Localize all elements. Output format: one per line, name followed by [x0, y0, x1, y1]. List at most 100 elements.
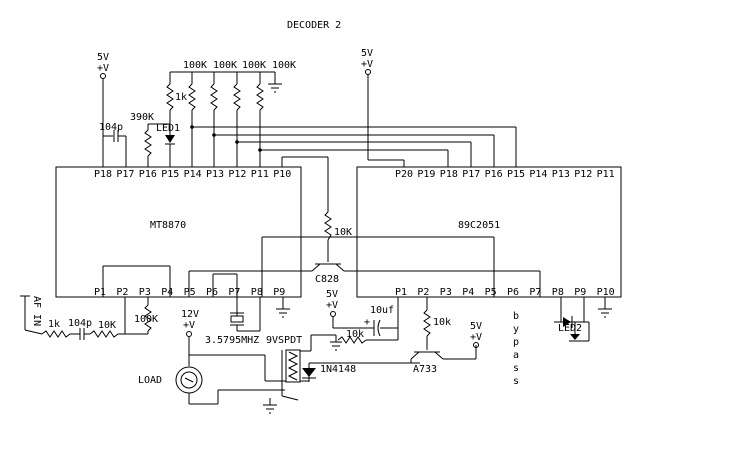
pin-label: P5: [184, 287, 196, 298]
transistor-c828: C828: [189, 263, 541, 297]
svg-text:3.5795MHZ: 3.5795MHZ: [205, 335, 259, 346]
bypass-letter: p: [513, 337, 519, 348]
pin-label: P6: [206, 287, 218, 298]
pin-label: P18: [94, 169, 112, 180]
svg-text:LED1: LED1: [156, 123, 180, 134]
transistor-a733: A733: [410, 345, 477, 375]
led2: LED2: [554, 297, 590, 342]
pin-label: P18: [440, 169, 458, 180]
svg-text:+V: +V: [361, 59, 373, 70]
svg-text:+V: +V: [97, 63, 109, 74]
pin-label: P10: [273, 169, 291, 180]
pin-label: P7: [228, 287, 240, 298]
svg-text:5V: 5V: [470, 321, 482, 332]
pin-label: P16: [139, 169, 157, 180]
ground-right-p10: [598, 297, 612, 318]
load-motor: LOAD: [138, 366, 285, 405]
pin-label: P1: [395, 287, 407, 298]
supply-5v-right: 5V +V: [361, 48, 405, 167]
pin-label: P11: [251, 169, 269, 180]
pin-label: P15: [161, 169, 179, 180]
crystal: 3.5795MHZ: [205, 297, 261, 346]
diode-1n4148: 1N4148: [302, 362, 420, 382]
pin-label: P10: [597, 287, 615, 298]
bypass-letter: s: [513, 363, 519, 374]
svg-text:LOAD: LOAD: [138, 375, 162, 386]
bypass-letter: y: [513, 324, 519, 335]
supply-5v-mid: 5V +V: [326, 289, 374, 329]
svg-text:10uf: 10uf: [370, 305, 394, 316]
pin-label: P8: [552, 287, 564, 298]
pin-label: P1: [94, 287, 106, 298]
pin-label: P9: [574, 287, 586, 298]
svg-text:10k: 10k: [346, 329, 364, 340]
svg-text:100K: 100K: [134, 314, 158, 325]
pin-label: P2: [417, 287, 429, 298]
pin-label: P11: [597, 169, 615, 180]
svg-text:1k: 1k: [175, 92, 187, 103]
svg-text:5V: 5V: [361, 48, 373, 59]
svg-text:+: +: [364, 317, 370, 328]
svg-text:12V: 12V: [181, 309, 199, 320]
pin-label: P14: [529, 169, 547, 180]
pin-label: P3: [139, 287, 151, 298]
svg-text:AF IN: AF IN: [31, 296, 42, 326]
supply-5v-transistor: 5V +V: [470, 321, 482, 348]
pin-label: P17: [116, 169, 134, 180]
pin-label: P12: [574, 169, 592, 180]
pin-label: P9: [273, 287, 285, 298]
mt8870-chip: [55, 166, 302, 298]
svg-text:10K: 10K: [98, 320, 116, 331]
svg-text:100K: 100K: [183, 60, 207, 71]
res-390k: 390K: [130, 112, 170, 167]
pin-label: P8: [251, 287, 263, 298]
89c2051-label: 89C2051: [458, 220, 500, 231]
bypass-letter: b: [513, 311, 519, 322]
pin-label: P15: [507, 169, 525, 180]
pin-label: P7: [529, 287, 541, 298]
pin-label: P4: [161, 287, 173, 298]
pin-label: P6: [507, 287, 519, 298]
mt8870-top-pins: P18 P17 P16 P15 P14 P13 P12 P11 P10: [94, 169, 291, 180]
svg-text:100K: 100K: [272, 60, 296, 71]
pin-label: P12: [228, 169, 246, 180]
89c2051-bottom-pins: P1 P2 P3 P4 P5 P6 P7 P8 P9 P10: [395, 287, 615, 298]
svg-text:100K: 100K: [242, 60, 266, 71]
svg-text:5V: 5V: [97, 52, 109, 63]
svg-text:1N4148: 1N4148: [320, 364, 356, 375]
res-10k-bias: 10k: [330, 328, 399, 351]
svg-text:10k: 10k: [433, 317, 451, 328]
mt8870-label: MT8870: [150, 220, 186, 231]
mt8870-bottom-pins: P1 P2 P3 P4 P5 P6 P7 P8 P9: [94, 287, 285, 298]
bypass-letter: a: [513, 350, 519, 361]
pin-label: P2: [116, 287, 128, 298]
bypass-letter: s: [513, 376, 519, 387]
pin-label: P13: [206, 169, 224, 180]
cap-104p-top: 104p: [99, 122, 127, 167]
pin-label: P19: [417, 169, 435, 180]
svg-text:A733: A733: [413, 364, 437, 375]
svg-text:104p: 104p: [99, 122, 123, 133]
svg-text:1k: 1k: [48, 319, 60, 330]
svg-text:5V: 5V: [326, 289, 338, 300]
pin-label: P4: [462, 287, 474, 298]
svg-text:390K: 390K: [130, 112, 154, 123]
data-bus-lines: [190, 125, 517, 212]
svg-text:100K: 100K: [213, 60, 237, 71]
svg-text:10K: 10K: [334, 227, 352, 238]
svg-text:C828: C828: [315, 274, 339, 285]
pin-label: P5: [485, 287, 497, 298]
pin-label: P17: [462, 169, 480, 180]
pin-label: P14: [184, 169, 202, 180]
svg-text:+V: +V: [470, 332, 482, 343]
cap-10uf: 10uf +: [364, 297, 399, 337]
ground-left-p9: [276, 297, 290, 318]
pin-label: P20: [395, 169, 413, 180]
supply-12v: 12V +V: [181, 309, 286, 382]
svg-text:+V: +V: [183, 320, 195, 331]
res-10k-mid: 10K: [324, 211, 352, 262]
pin-label: P3: [440, 287, 452, 298]
